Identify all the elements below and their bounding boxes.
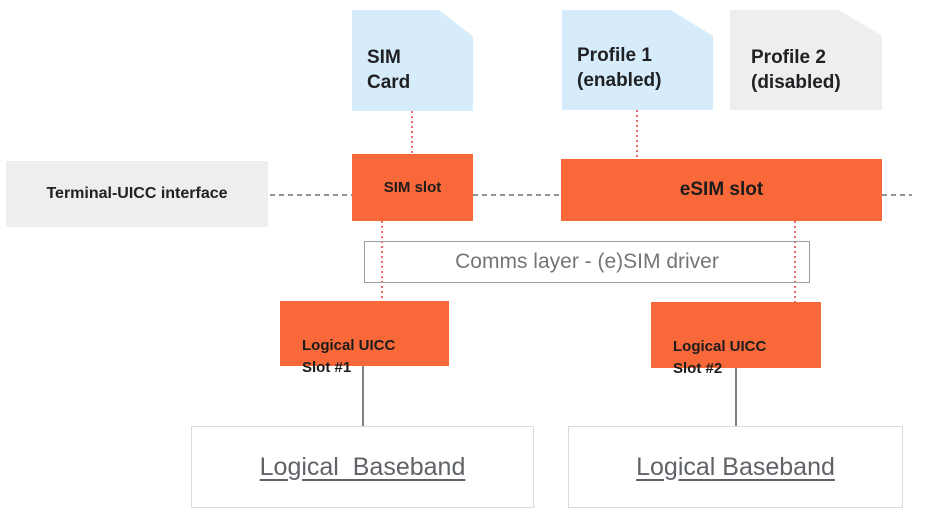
comms-layer: Comms layer - (e)SIM driver: [364, 241, 810, 283]
esim-slot-label: eSIM slot: [679, 179, 764, 200]
profile1-label: Profile 1 (enabled): [577, 45, 662, 91]
sim-slot: SIM slot: [352, 154, 473, 221]
logical-uicc-slot-1: Logical UICC Slot #1: [280, 301, 449, 376]
logical-slot-1-label: Logical UICC Slot #1: [302, 337, 396, 376]
baseband-left-label: Logical Baseband: [259, 452, 466, 481]
logical-baseband-right: Logical Baseband: [568, 426, 903, 508]
profile2-card: Profile 2 (disabled): [730, 10, 882, 110]
profile2-label: Profile 2 (disabled): [751, 47, 841, 93]
sim-card-label: SIM Card: [367, 47, 411, 93]
logical-slot-2-label: Logical UICC Slot #2: [673, 338, 767, 377]
logical-baseband-left: Logical Baseband: [191, 426, 534, 508]
sim-card: SIM Card: [352, 10, 473, 111]
logical-uicc-slot-2: Logical UICC Slot #2: [651, 302, 821, 377]
interface-label: Terminal-UICC interface: [46, 185, 228, 202]
sim-slot-label: SIM slot: [383, 179, 442, 196]
comms-layer-label: Comms layer - (e)SIM driver: [455, 250, 719, 273]
esim-slot: eSIM slot: [561, 159, 882, 221]
baseband-right-label: Logical Baseband: [636, 452, 835, 481]
terminal-uicc-interface: Terminal-UICC interface: [6, 161, 268, 227]
profile1-card: Profile 1 (enabled): [562, 10, 713, 110]
